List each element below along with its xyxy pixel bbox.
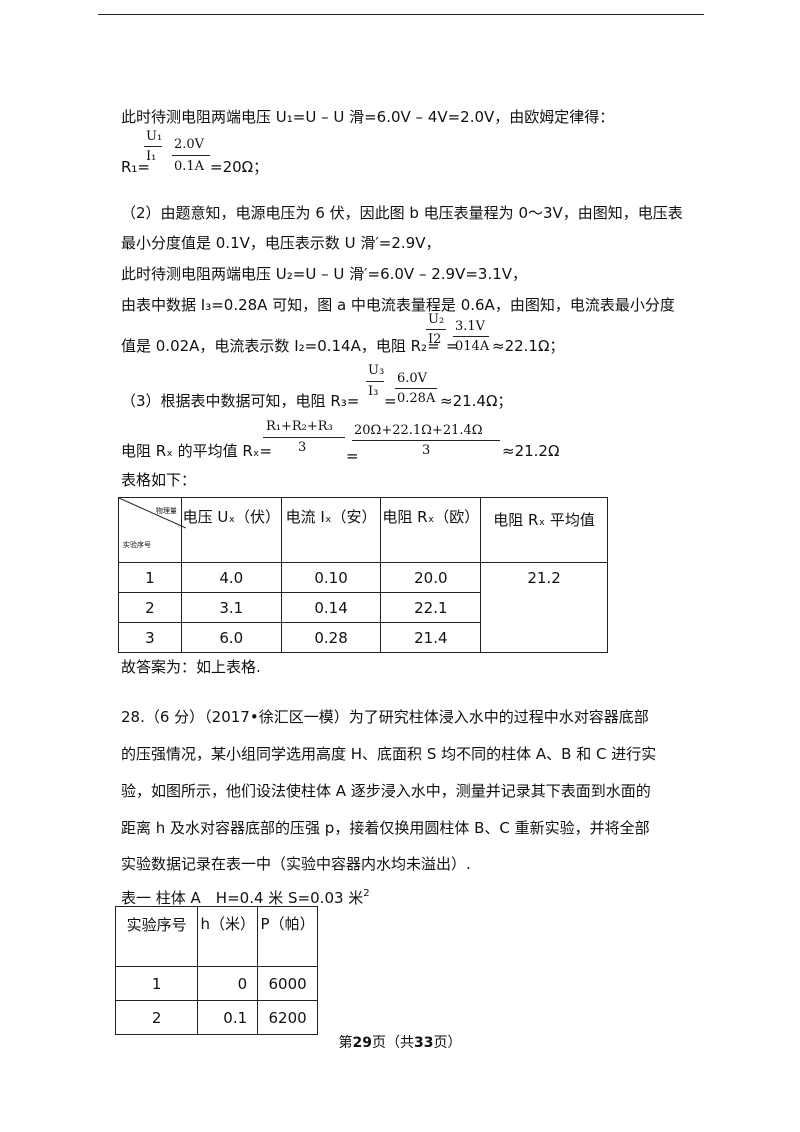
part2-line5: 值是 0.02A，电流表示数 I₂=0.14A，电阻 R₂=: [121, 337, 440, 355]
diagonal-line: [119, 498, 186, 529]
r1-denominator-value: 0.1A: [174, 159, 205, 174]
r2-equals: =: [446, 337, 459, 355]
row-current: 0.28: [280, 622, 382, 653]
data-table-header-row: 实验序号 h（米） P（帕）: [114, 906, 318, 967]
r1-denominator-symbol: I₁: [146, 149, 157, 164]
row-current: 0.14: [280, 592, 382, 623]
table-row: 3 6.0 0.28 21.4: [118, 622, 608, 653]
r2-numerator-symbol: U₂: [428, 312, 445, 327]
r1-fraction-bar: [144, 146, 162, 147]
average-denominator-symbol: 3: [298, 440, 307, 455]
q28-line5: 实验数据记录在表一中（实验中容器内水均未溢出）.: [121, 855, 471, 873]
row-index: 3: [118, 622, 182, 653]
average-result: ≈21.2Ω: [502, 442, 560, 460]
row-voltage: 6.0: [180, 622, 282, 653]
r2-numerator-value: 3.1V: [455, 319, 486, 334]
r3-denominator-value: 0.28A: [397, 391, 436, 406]
r3-value-bar: [395, 388, 437, 389]
part3-prefix: （3）根据表中数据可知，电阻 R₃=: [121, 392, 360, 410]
r3-result: ≈21.4Ω；: [440, 392, 513, 410]
header-resistance: 电阻 Rₓ（欧）: [380, 497, 482, 563]
r3-equals: =: [384, 392, 397, 410]
row-index: 2: [114, 1000, 199, 1035]
average-fraction-bar: [263, 437, 345, 438]
r3-numerator-value: 6.0V: [397, 371, 428, 386]
footer-total-pages: 33: [414, 1035, 434, 1051]
row-resistance: 20.0: [380, 562, 482, 593]
footer-suffix: 页）: [433, 1035, 462, 1051]
results-table: 物理量 实验序号 电压 Uₓ（伏） 电流 Iₓ（安） 电阻 Rₓ（欧） 电阻 R…: [118, 497, 608, 653]
q28-line4: 距离 h 及水对容器底部的压强 p，接着仅换用圆柱体 B、C 重新实验，并将全部: [121, 819, 650, 837]
r2-result: ≈22.1Ω；: [492, 337, 565, 355]
q28-line3: 验，如图所示，他们设法使柱体 A 逐步浸入水中，测量并记录其下表面到水面的: [121, 782, 651, 800]
q28-line1: 28.（6 分）（2017•徐汇区一模）为了研究柱体浸入水中的过程中水对容器底部: [121, 708, 649, 726]
row-resistance: 22.1: [380, 592, 482, 623]
average-cell: 21.2: [480, 562, 608, 653]
row-current: 0.10: [280, 562, 382, 593]
row-index: 1: [118, 562, 182, 593]
diagonal-header-top: 物理量: [155, 507, 177, 515]
row-h: 0.1: [197, 1000, 259, 1035]
average-prefix: 电阻 Rₓ 的平均值 Rₓ=: [121, 442, 273, 460]
row-h: 0: [197, 966, 259, 1001]
r2-fraction-bar: [426, 329, 446, 330]
table2-caption-text: 表一 柱体 A H=0.4 米 S=0.03 米: [121, 889, 364, 907]
table-row: 1 0 6000: [114, 966, 318, 1001]
r3-denominator-symbol: I₃: [368, 384, 379, 399]
table-row: 2 3.1 0.14 22.1: [118, 592, 608, 623]
row-index: 1: [114, 966, 199, 1001]
footer-page-number: 29: [352, 1035, 372, 1051]
part2-line1: （2）由题意知，电源电压为 6 伏，因此图 b 电压表量程为 0～3V，由图知，…: [121, 204, 683, 222]
answer-line: 故答案为：如上表格.: [121, 658, 261, 676]
row-voltage: 4.0: [180, 562, 282, 593]
table2-caption-superscript: 2: [363, 888, 370, 899]
r2-value-bar: [453, 336, 489, 337]
row-resistance: 21.4: [380, 622, 482, 653]
diagonal-header-bottom: 实验序号: [123, 541, 151, 549]
average-value-bar: [352, 440, 500, 441]
row-p: 6000: [257, 966, 318, 1001]
table2-caption: 表一 柱体 A H=0.4 米 S=0.03 米2: [121, 884, 370, 908]
row-voltage: 3.1: [180, 592, 282, 623]
diagonal-header-cell: 物理量 实验序号: [118, 497, 186, 563]
header-p: P（帕）: [257, 906, 318, 967]
page-footer: 第29页（共33页）: [0, 1032, 800, 1052]
row-index: 2: [118, 592, 182, 623]
part2-line3: 此时待测电阻两端电压 U₂=U – U 滑′=6.0V – 2.9V=3.1V，: [121, 265, 528, 283]
header-experiment-number: 实验序号: [114, 906, 199, 967]
paragraph-u1: 此时待测电阻两端电压 U₁=U – U 滑=6.0V – 4V=2.0V，由欧姆…: [121, 108, 615, 126]
q28-line2: 的压强情况，某小组同学选用高度 H、底面积 S 均不同的柱体 A、B 和 C 进…: [121, 745, 657, 763]
r2-denominator-symbol: I2: [428, 332, 442, 347]
header-h: h（米）: [197, 906, 259, 967]
footer-middle: 页（共: [372, 1035, 414, 1051]
table-row: 1 4.0 0.10 20.0 21.2: [118, 562, 608, 653]
r1-prefix: R₁=: [121, 158, 151, 176]
average-numerator-symbol: R₁+R₂+R₃: [266, 419, 333, 434]
r1-numerator-symbol: U₁: [146, 129, 163, 144]
header-rule: [98, 14, 704, 15]
table-intro: 表格如下：: [121, 471, 197, 489]
r1-numerator-value: 2.0V: [174, 137, 205, 152]
data-table-one: 实验序号 h（米） P（帕） 1 0 6000 2 0.1 6200: [114, 906, 318, 1035]
header-current: 电流 Iₓ（安）: [280, 497, 382, 563]
header-voltage: 电压 Uₓ（伏）: [180, 497, 282, 563]
row-p: 6200: [257, 1000, 318, 1035]
table-row: 2 0.1 6200: [114, 1000, 318, 1035]
average-equals: =: [346, 447, 359, 465]
r1-value-bar: [172, 155, 210, 156]
part2-line4: 由表中数据 I₃=0.28A 可知，图 a 中电流表量程是 0.6A，由图知，电…: [121, 296, 675, 314]
average-denominator-value: 3: [422, 443, 431, 458]
r3-fraction-bar: [366, 381, 384, 382]
r3-numerator-symbol: U₃: [368, 363, 385, 378]
header-average: 电阻 Rₓ 平均值: [480, 497, 608, 563]
results-table-header-row: 物理量 实验序号 电压 Uₓ（伏） 电流 Iₓ（安） 电阻 Rₓ（欧） 电阻 R…: [118, 497, 608, 563]
average-numerator-value: 20Ω+22.1Ω+21.4Ω: [354, 423, 483, 438]
r2-denominator-value: 014A: [455, 339, 490, 354]
footer-prefix: 第: [338, 1035, 353, 1051]
r1-result: =20Ω；: [210, 158, 269, 176]
part2-line2: 最小分度值是 0.1V，电压表示数 U 滑′=2.9V，: [121, 234, 441, 252]
